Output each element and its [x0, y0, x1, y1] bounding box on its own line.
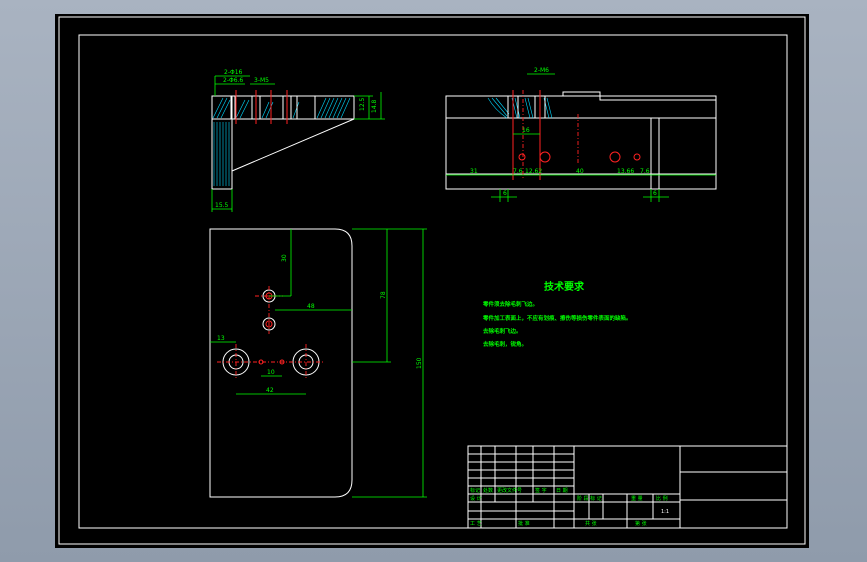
front-hatch — [487, 97, 553, 119]
tb-design: 设 计 — [470, 495, 482, 502]
dim-3-m5: 3-M5 — [254, 77, 269, 84]
dim-7-6-right: 7.6 — [640, 168, 650, 175]
dim-150: 150 — [416, 357, 423, 369]
dim-40: 40 — [576, 168, 584, 175]
dim-48: 48 — [307, 303, 315, 310]
side-view: 2-Φ16 2-Φ6.6 3-M5 12.5 14.8 15.5 — [211, 69, 385, 212]
tb-scale-label: 比 例 — [656, 495, 668, 502]
dim-2-phi16: 2-Φ16 — [224, 69, 243, 76]
dim-16: 16 — [522, 127, 530, 134]
tb-sheet-total: 共 张 — [585, 520, 597, 527]
dim-30: 30 — [281, 254, 288, 262]
requirement-1: 零件须去除毛刺飞边。 — [482, 300, 538, 308]
dim-12-62: 12.62 — [525, 168, 542, 175]
tb-stage: 阶 段 标 记 — [577, 495, 602, 502]
tb-scale: 1:1 — [661, 509, 669, 515]
tb-date: 日 期 — [556, 488, 568, 494]
dim-13-66: 13.66 — [617, 168, 634, 175]
dim-14-8: 14.8 — [371, 99, 378, 113]
requirement-4: 去除毛刺，锐角。 — [483, 340, 527, 348]
front-view: 2-M6 16 31 7.6 12.62 40 13.66 7.6 6 6 — [445, 67, 717, 202]
tb-approve: 批 准 — [518, 520, 530, 527]
dim-2-m6: 2-M6 — [534, 67, 549, 74]
side-hatch-plate — [212, 97, 351, 119]
tb-process: 工 艺 — [470, 521, 482, 527]
requirement-3: 去除毛刺飞边。 — [483, 327, 522, 335]
title-block: 标记 处数 更改文件号 签 字 日 期 设 计 工 艺 批 准 阶 段 标 记 … — [467, 445, 788, 529]
inner-frame — [78, 34, 788, 529]
dim-31: 31 — [470, 168, 478, 175]
dim-7-6-left: 7.6 — [513, 168, 523, 175]
cad-drawing: 2-Φ16 2-Φ6.6 3-M5 12.5 14.8 15.5 — [58, 16, 806, 545]
requirement-2: 零件加工表面上，不应有划痕、擦伤等损伤零件表面的缺陷。 — [482, 314, 632, 322]
dim-2-phi6: 2-Φ6.6 — [223, 77, 243, 84]
tb-count: 处数 — [483, 487, 493, 494]
dim-78: 78 — [380, 291, 387, 299]
dim-42: 42 — [266, 387, 274, 394]
dim-6-right: 6 — [653, 190, 657, 197]
outer-frame — [58, 16, 806, 545]
dim-13: 13 — [217, 335, 225, 342]
tb-change-doc: 更改文件号 — [497, 487, 522, 494]
tb-sheet-no: 第 张 — [635, 520, 647, 527]
side-hatch-wall — [213, 122, 230, 186]
dim-10: 10 — [267, 369, 275, 376]
dim-15-5: 15.5 — [215, 202, 229, 209]
requirements-title: 技术要求 — [544, 280, 585, 293]
technical-requirements: 技术要求 零件须去除毛刺飞边。 零件加工表面上，不应有划痕、擦伤等损伤零件表面的… — [482, 280, 632, 348]
tb-sign: 签 字 — [535, 487, 547, 494]
tb-weight: 重 量 — [631, 495, 643, 502]
tb-mark: 标记 — [470, 487, 480, 494]
plan-view: 30 48 78 150 13 10 42 — [209, 228, 427, 498]
dim-12-5: 12.5 — [359, 97, 366, 111]
dim-6-left: 6 — [503, 190, 507, 197]
drawing-sheet: 2-Φ16 2-Φ6.6 3-M5 12.5 14.8 15.5 — [55, 14, 809, 548]
